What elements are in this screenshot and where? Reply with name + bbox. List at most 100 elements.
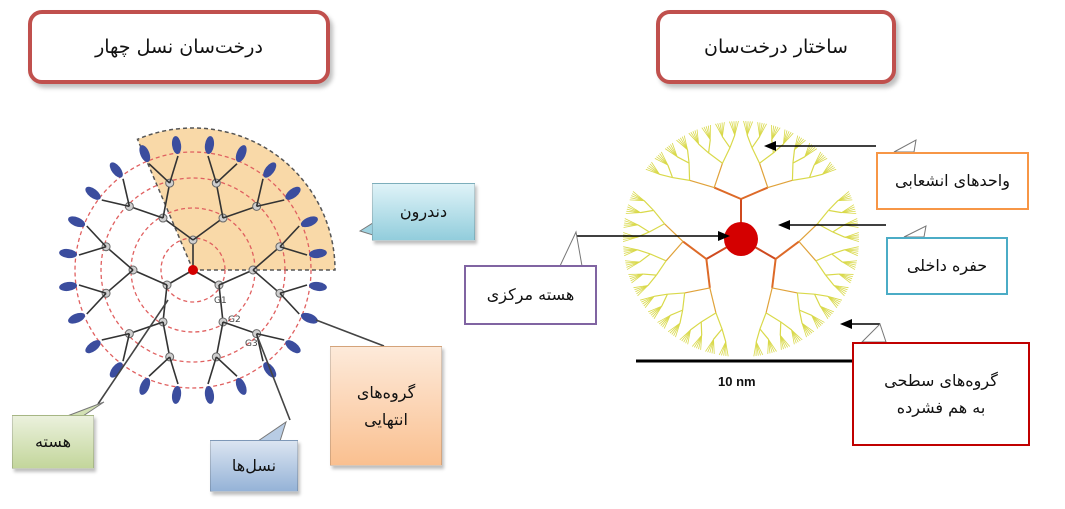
terminal-group	[139, 145, 151, 163]
tree-branch	[814, 293, 821, 307]
tree-branch	[831, 253, 843, 263]
surface-groups-label: گروه‌های سطحی به هم فشرده	[852, 342, 1030, 446]
tree-branch	[676, 156, 690, 164]
surface-group-strand	[679, 329, 691, 341]
tree-branch	[659, 173, 673, 179]
dendrimer-bond	[215, 321, 224, 358]
terminal-group	[109, 362, 123, 378]
tree-branch	[721, 147, 731, 164]
tree-branch	[779, 321, 782, 336]
tree-branch	[649, 253, 667, 262]
surface-group-strand	[838, 273, 851, 284]
tree-branch	[647, 274, 657, 286]
end-groups-leader-line	[315, 319, 385, 347]
core-leader-line	[97, 299, 169, 405]
tree-branch	[792, 149, 796, 164]
tree-branch	[809, 173, 823, 179]
tree-branch	[828, 200, 839, 211]
dendrimer-bond	[101, 199, 130, 208]
tree-branch	[708, 152, 723, 164]
surface-group-strand	[791, 329, 795, 345]
dendrimer-bond	[218, 269, 254, 286]
dendrimer-bond	[256, 199, 285, 208]
core-label: هسته	[12, 415, 94, 469]
surface-group-strand	[660, 151, 669, 166]
tree-branch	[759, 328, 769, 340]
tree-branch	[729, 134, 736, 148]
tree-branch	[664, 223, 684, 242]
tree-branch	[686, 149, 690, 164]
tree-branch	[682, 292, 686, 311]
inner-cavity-arrowhead	[778, 220, 790, 230]
tree-branch	[792, 156, 806, 164]
surface-group-strand	[794, 139, 806, 151]
dendron-label: دندرون	[372, 183, 475, 241]
surface-group-strand	[627, 204, 641, 213]
terminal-group	[300, 216, 318, 228]
surface-group-strand	[783, 132, 794, 145]
tree-branch	[765, 312, 782, 323]
central-core-arrowhead	[718, 231, 730, 241]
tree-branch	[654, 293, 668, 297]
tree-branch	[639, 253, 651, 263]
surface-group-strand	[844, 249, 858, 257]
dendrimer-bond	[148, 356, 171, 377]
surface-group-strand	[801, 323, 807, 338]
terminal-group	[204, 136, 215, 155]
tree-branch	[715, 312, 723, 330]
dendrimer-bond	[78, 284, 107, 295]
central-core-label: هسته مرکزی	[464, 265, 597, 325]
scale-bar-label: 10 nm	[718, 374, 756, 389]
surface-group-strand	[667, 322, 681, 333]
surface-group-strand	[671, 142, 678, 157]
surface-group-strand	[811, 315, 819, 329]
tree-branch	[758, 163, 769, 188]
tree-branch	[688, 163, 691, 181]
dendrimer-bond	[207, 356, 218, 385]
surface-group-strand	[651, 161, 660, 175]
generations-callout-tail	[256, 420, 287, 442]
dendrimer-bond	[192, 217, 224, 241]
tree-branch	[798, 241, 817, 262]
tree-branch	[751, 136, 761, 149]
tree-branch	[667, 164, 674, 178]
tree-branch	[831, 249, 845, 255]
inner-cavity-callout-tail	[903, 225, 927, 238]
surface-group-strand	[827, 296, 838, 309]
tree-branch	[665, 241, 684, 262]
dendrimer-bond	[148, 163, 171, 184]
tree-branch	[661, 293, 668, 307]
surface-group-strand	[833, 285, 845, 297]
tree-branch	[767, 179, 793, 189]
right-panel-title-text: ساختار درخت‌سان	[704, 36, 848, 58]
tree-branch	[765, 287, 773, 314]
tree-branch	[825, 273, 839, 276]
tree-branch	[799, 309, 812, 316]
tree-branch	[798, 223, 818, 242]
dendrimer-core-dot	[188, 265, 198, 275]
central-core-dot	[724, 222, 758, 256]
dendrimer-bond	[215, 356, 238, 377]
terminal-group	[59, 281, 78, 292]
tree-branch	[796, 292, 800, 311]
tree-branch	[808, 164, 815, 178]
tree-branch	[759, 152, 774, 164]
tree-branch	[670, 309, 683, 316]
tree-branch	[721, 328, 727, 343]
right-panel-title: ساختار درخت‌سان	[656, 10, 896, 84]
tree-branch	[751, 147, 761, 164]
terminal-group	[171, 385, 182, 404]
dendrimer-bond	[162, 321, 171, 358]
tree-branch	[653, 210, 665, 225]
dendrimer-bond	[86, 225, 107, 248]
branching-units-callout-tail	[893, 139, 917, 153]
tree-branch	[684, 287, 710, 294]
dendrimer-bond	[222, 205, 257, 219]
tree-branch	[643, 200, 654, 211]
tree-branch	[682, 240, 707, 260]
surface-group-strand	[696, 129, 699, 145]
tree-branch	[655, 260, 667, 276]
tree-branch	[780, 321, 792, 331]
tree-branch	[698, 143, 709, 154]
tree-branch	[814, 293, 828, 297]
